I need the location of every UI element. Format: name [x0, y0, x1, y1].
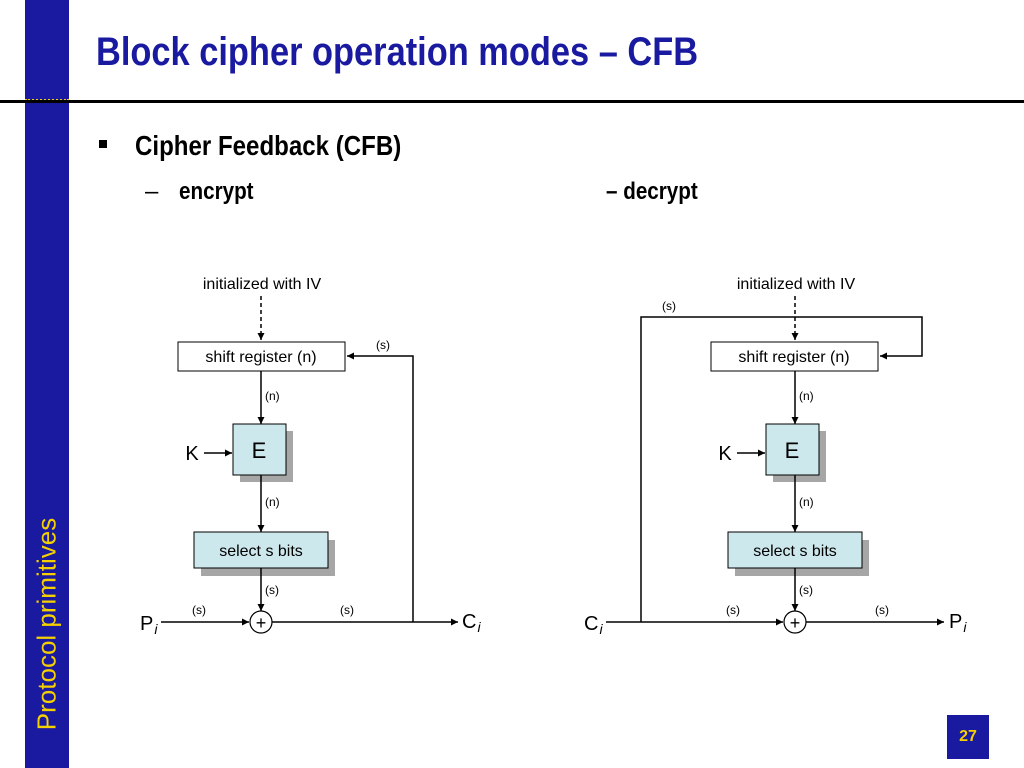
enc-e-label: E — [252, 438, 267, 463]
dec-label-s-select: (s) — [799, 583, 813, 597]
enc-label-feedback-s: (s) — [376, 338, 390, 352]
dec-label-n-bottom: (n) — [799, 495, 814, 509]
dec-input-label: Ci — [584, 613, 603, 637]
dec-label-n-top: (n) — [799, 389, 814, 403]
dec-iv-label: initialized with IV — [737, 276, 856, 293]
enc-label-s-output: (s) — [340, 603, 354, 617]
enc-output-label: Ci — [462, 611, 481, 635]
enc-iv-label: initialized with IV — [203, 276, 322, 293]
enc-key-label: K — [185, 443, 199, 465]
enc-feedback-line — [347, 352, 414, 622]
dec-key-label: K — [718, 443, 732, 465]
dec-label-s-input: (s) — [726, 603, 740, 617]
dec-label-s-output: (s) — [875, 603, 889, 617]
encrypt-heading: encrypt — [179, 178, 254, 205]
enc-label-s-select: (s) — [265, 583, 279, 597]
decrypt-heading: – decrypt — [606, 178, 698, 205]
enc-label-n-bottom: (n) — [265, 495, 280, 509]
enc-xor-label: + — [256, 613, 267, 633]
dec-e-box — [765, 423, 820, 476]
dec-select-box — [727, 531, 863, 569]
dec-xor-label: + — [790, 613, 801, 633]
enc-shift-register-label: shift register (n) — [205, 349, 316, 366]
dec-e-label: E — [785, 438, 800, 463]
dec-label-feedback-s: (s) — [662, 299, 676, 313]
dec-shift-register-label: shift register (n) — [738, 349, 849, 366]
dec-select-label: select s bits — [753, 543, 837, 560]
enc-select-label: select s bits — [219, 543, 303, 560]
encrypt-diagram: initialized with IV shift register (n) (… — [140, 276, 481, 637]
enc-e-box — [232, 423, 287, 476]
sidebar — [25, 0, 69, 768]
bullet-square-icon — [99, 140, 107, 148]
enc-label-s-input: (s) — [192, 603, 206, 617]
enc-input-label: Pi — [140, 613, 158, 637]
bullet-text: Cipher Feedback (CFB) — [135, 130, 402, 161]
dec-feedback-line — [640, 316, 923, 622]
enc-label-n-top: (n) — [265, 389, 280, 403]
slide-title: Block cipher operation modes – CFB — [96, 30, 699, 74]
page-number: 27 — [947, 715, 989, 759]
title-rule — [0, 100, 1024, 103]
enc-select-box — [193, 531, 329, 569]
decrypt-diagram: initialized with IV shift register (n) (… — [584, 276, 967, 637]
sub-bullet-dash: – — [145, 178, 159, 205]
dec-output-label: Pi — [949, 611, 967, 635]
dec-shift-register-box — [710, 341, 879, 372]
